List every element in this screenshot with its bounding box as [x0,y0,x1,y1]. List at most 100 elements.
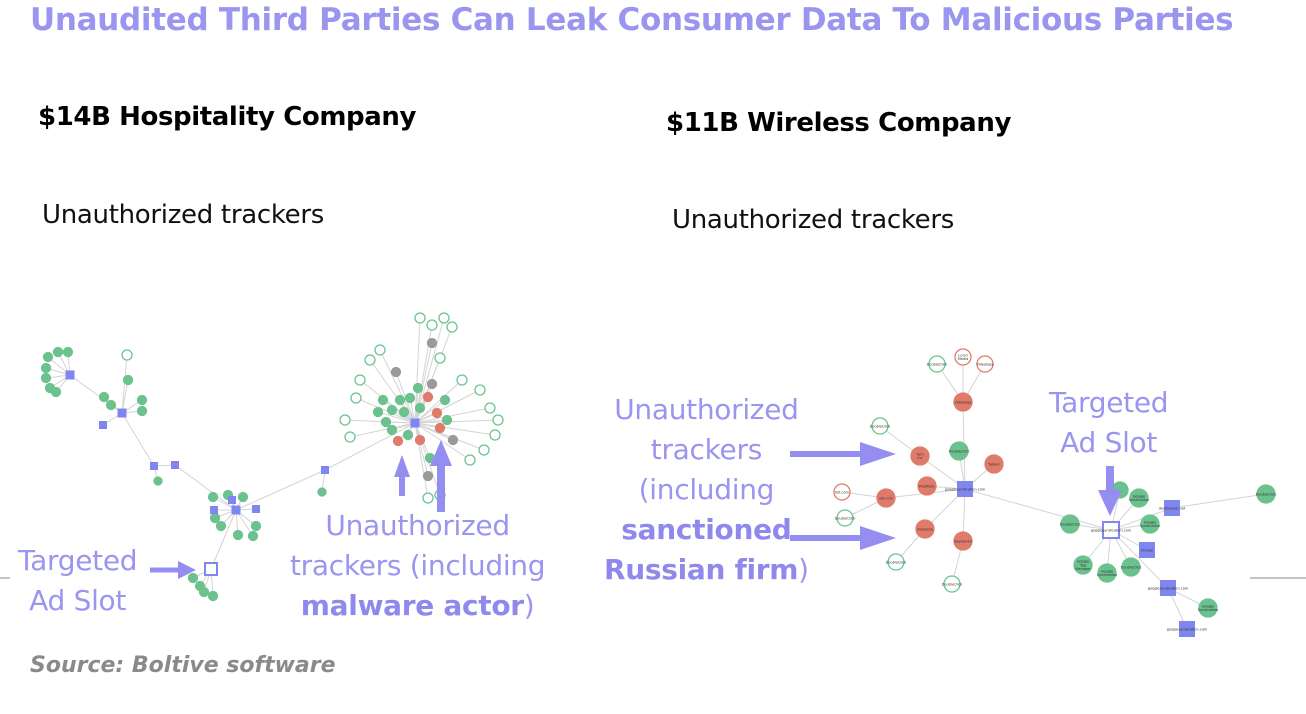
tracker-node [1256,484,1276,504]
tracker-node [232,529,244,541]
tracker-node [136,394,148,406]
tracker-node [52,346,64,358]
tracker-node [943,575,961,593]
tracker-node [422,391,434,403]
node-label: Zemanta [917,527,933,531]
tracker-node [422,492,434,504]
tracker-node [207,590,219,602]
arrow-right-icon [150,561,196,579]
tracker-node [1097,563,1117,583]
network-edge [174,464,237,511]
tracker-node [426,319,438,331]
network-edge [414,389,481,424]
node-label: DoubleClick [949,449,971,453]
tracker-node [431,407,443,419]
tracker-node [1198,598,1218,618]
ad-node [321,466,329,474]
node-label: DoubleClick [1121,565,1143,569]
left-trackers-label: Unauthorized trackers (including malware… [290,509,546,622]
network-edge [377,411,416,424]
tracker-node [50,386,62,398]
tracker-node [136,405,148,417]
tracker-node [426,378,438,390]
tracker-node [954,348,972,366]
network-edge [964,488,1112,531]
node-label: Segmento [954,539,972,543]
source-note: Source: Boltive software [30,653,336,678]
network-edge [414,422,429,477]
tracker-node [40,362,52,374]
node-label: Videology [976,362,993,366]
tracker-node [910,446,930,466]
network-edge [414,399,446,424]
network-edge [121,412,155,467]
tracker-node [414,312,426,324]
tracker-node [390,366,402,378]
tracker-node [105,399,117,411]
tracker-node [40,372,52,384]
tracker-node [98,391,110,403]
tracker-node [215,520,227,532]
tracker-node [949,441,969,461]
arrow-right-icon [790,526,896,550]
tracker-node [456,374,468,386]
tracker-node [953,392,973,412]
tracker-node [441,414,453,426]
node-label: Videology [954,400,971,404]
tracker-node [1140,514,1160,534]
ad-node [228,496,236,504]
tracker-node [412,382,424,394]
tracker-node [121,349,133,361]
tracker-node [489,429,501,441]
node-label: Yahoo! [988,462,1000,466]
tracker-node [871,417,889,435]
node-label: googlesyndication.com [1091,528,1132,532]
tracker-node [207,491,219,503]
right-trackers-label: Unauthorized trackers (including sanctio… [604,393,809,586]
tracker-node [887,553,905,571]
tracker-node [446,321,458,333]
tracker-node [62,346,74,358]
ad-node [99,421,107,429]
tracker-node [915,519,935,539]
node-label: DoubleClick [835,516,857,520]
network-edge [414,407,491,424]
network-edge [349,422,416,438]
network-edge [414,419,499,424]
tracker-node [374,344,386,356]
node-label: DoubleClick [1060,522,1082,526]
left-company-heading: $14B Hospitality Company [38,102,417,132]
tracker-node [392,435,404,447]
tracker-node [394,394,406,406]
ad-slot-node [1102,521,1120,539]
network-edge [414,422,471,461]
tracker-node [377,394,389,406]
tracker-node [414,402,426,414]
arrow-up-icon [430,440,452,512]
arrow-right-icon [790,442,896,466]
tracker-node [122,374,134,386]
node-label: googlesyndication.com [945,487,986,491]
arrow-up-icon [394,455,410,496]
tracker-node [386,424,398,436]
node-label: doubleclick.net [1159,506,1186,510]
tracker-node [380,416,392,428]
tracker-node [439,394,451,406]
ad-node [171,461,179,469]
tracker-node [976,355,994,373]
tracker-node [1121,557,1141,577]
tracker-node [492,414,504,426]
tracker-node [484,402,496,414]
tracker-node [447,434,459,446]
tracker-node [402,429,414,441]
network-edge [1110,507,1173,531]
tracker-node [187,572,199,584]
tracker-node [928,355,946,373]
tracker-node [350,392,362,404]
